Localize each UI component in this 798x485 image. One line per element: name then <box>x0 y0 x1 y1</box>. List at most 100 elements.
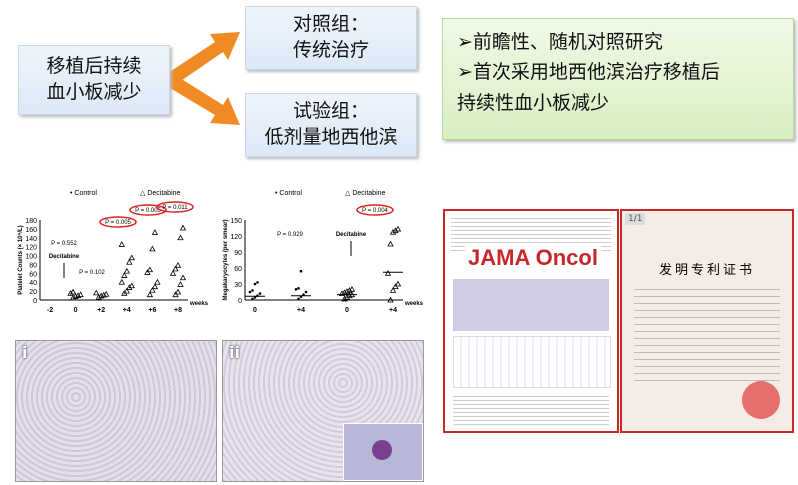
x-tick-label: +2 <box>97 307 105 314</box>
control-treatment: 传统治疗 <box>292 39 369 61</box>
data-point <box>98 292 105 299</box>
y-tick-label: 40 <box>29 280 37 287</box>
highlight-ring <box>99 216 137 228</box>
data-point <box>118 241 125 247</box>
x-tick-label: +4 <box>389 307 397 314</box>
data-point <box>294 288 298 291</box>
data-point <box>387 296 394 303</box>
control-label: 对照组： <box>292 13 369 36</box>
annotation: P = 0.552 <box>51 241 77 247</box>
data-point <box>174 288 182 295</box>
data-point <box>177 234 184 241</box>
data-point <box>177 281 184 287</box>
panel-label-ii: ii <box>229 343 240 362</box>
y-tick-label: 140 <box>25 236 37 243</box>
data-point <box>126 284 133 290</box>
x-tick-label: +6 <box>148 307 156 314</box>
data-point <box>341 295 348 302</box>
y-tick-label: 180 <box>25 218 37 225</box>
data-point <box>343 288 351 294</box>
data-point <box>128 282 135 289</box>
data-point <box>174 262 182 268</box>
panel-label-i: i <box>22 343 28 362</box>
legend-decitabine: △ Decitabine <box>140 190 181 197</box>
data-point <box>103 290 110 297</box>
data-point <box>95 294 102 300</box>
annotation: P = 0.005 <box>135 208 161 214</box>
annotation: P = 0.004 <box>362 208 388 214</box>
x-tick-label: +8 <box>174 307 182 314</box>
data-point <box>384 270 392 276</box>
data-point <box>69 288 77 295</box>
y-tick-label: 120 <box>230 234 242 241</box>
data-point <box>72 293 79 299</box>
x-tick-label: +4 <box>297 307 305 314</box>
y-tick-label: 100 <box>25 254 37 261</box>
data-point <box>348 286 356 292</box>
data-point <box>121 272 128 278</box>
inset-image <box>343 423 423 481</box>
condition-box: 移植后持续 血小板减少 <box>18 45 170 115</box>
legend-decitabine: △ Decitabine <box>345 190 386 197</box>
highlight-ring <box>156 201 194 213</box>
data-point <box>338 290 346 296</box>
y-tick-label: 90 <box>234 250 242 257</box>
data-point <box>77 291 84 298</box>
journal-title: JAMA Oncol <box>465 245 601 271</box>
annotation: P = 0.102 <box>79 270 105 276</box>
highlight-ring <box>129 204 167 216</box>
condition-line1: 移植后持续 <box>46 55 142 78</box>
highlights-box: ➢前瞻性、随机对照研究 ➢首次采用地西他滨治疗移植后 持续性血小板减少 <box>442 18 794 140</box>
data-point <box>251 297 254 301</box>
data-point <box>146 291 154 298</box>
data-point <box>126 258 133 265</box>
arrow-up-icon <box>165 32 240 85</box>
y-tick-label: 20 <box>29 289 37 296</box>
data-point <box>179 224 187 231</box>
y-tick-label: 80 <box>29 262 37 269</box>
highlight-1: ➢前瞻性、随机对照研究 <box>457 31 663 53</box>
annotation: Decitabine <box>336 232 367 238</box>
data-point <box>343 294 351 300</box>
y-tick-label: 0 <box>33 298 37 305</box>
data-point <box>253 282 257 286</box>
data-point <box>151 229 159 235</box>
page-indicator: 1/1 <box>625 213 646 225</box>
data-point <box>172 265 179 272</box>
data-point <box>256 281 259 284</box>
annotation: P = 0.011 <box>162 205 188 211</box>
data-point <box>100 291 107 298</box>
data-point <box>248 290 252 294</box>
data-point <box>118 278 125 285</box>
trial-label: 试验组： <box>292 100 369 123</box>
patent-title: 发明专利证书 <box>658 263 755 278</box>
y-tick-label: 150 <box>230 218 242 225</box>
y-axis-label: Platelet Counts (× 10⁹/L) <box>18 225 24 294</box>
official-seal <box>742 381 780 419</box>
data-point <box>297 297 300 301</box>
data-point <box>123 267 130 274</box>
data-point <box>67 290 74 296</box>
legend-control: • Control <box>275 190 302 197</box>
article-figures <box>453 279 609 331</box>
data-point <box>172 291 179 298</box>
data-point <box>93 289 100 296</box>
data-point <box>304 290 308 294</box>
highlight-2: ➢首次采用地西他滨治疗移植后 <box>457 61 720 84</box>
y-tick-label: 60 <box>234 266 242 273</box>
condition-line2: 血小板减少 <box>46 81 142 103</box>
y-tick-label: 0 <box>238 298 242 305</box>
data-point <box>387 240 394 247</box>
data-point <box>128 254 135 261</box>
data-point <box>389 228 397 235</box>
micrograph-ii: ii <box>222 340 424 482</box>
y-tick-label: 120 <box>25 245 37 252</box>
data-point <box>389 287 397 293</box>
data-point <box>74 292 82 298</box>
data-point <box>346 292 353 299</box>
data-point <box>123 287 130 294</box>
y-axis-label: Megakaryocytes (per smear) <box>223 219 229 300</box>
patent-certificate: 1/1 发明专利证书 <box>620 209 794 433</box>
flow-arrows <box>165 32 240 125</box>
